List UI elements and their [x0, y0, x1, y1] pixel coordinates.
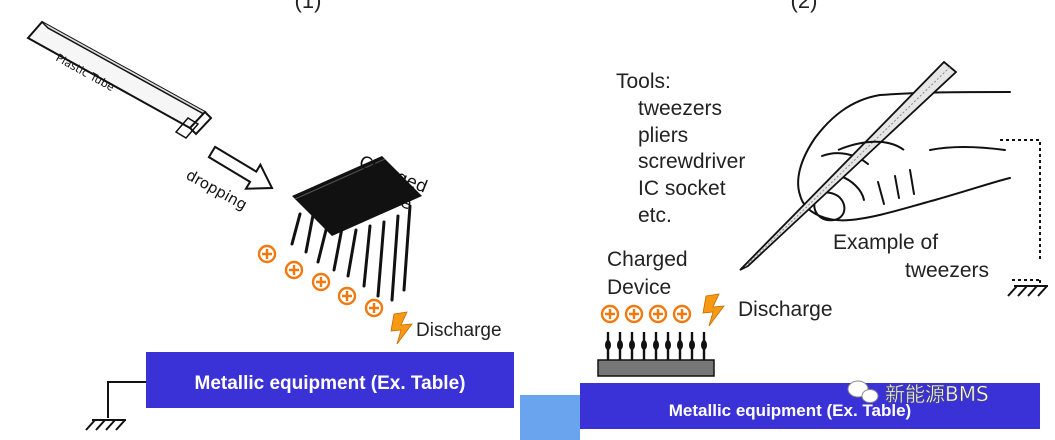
- charge-plus-icon: [648, 304, 668, 324]
- tweezers-tool: [739, 60, 958, 271]
- tools-heading: Tools:: [616, 70, 671, 93]
- panel-1: (1) Plastic Tube dropping Char: [26, 0, 514, 431]
- discharge-label-1: Discharge: [416, 320, 502, 341]
- hand-illustration: [797, 91, 1011, 222]
- watermark-text: 新能源BMS: [885, 382, 989, 406]
- panel-2: (2) Tools: tweezers pliers screwdriver I…: [580, 0, 1049, 429]
- charge-plus-icon: [364, 298, 384, 318]
- accent-block: [520, 395, 580, 440]
- tweezers-label-line2: tweezers: [905, 259, 989, 282]
- ground-wire: [1000, 139, 1041, 285]
- ground-icon: [85, 419, 127, 431]
- thumb-outline: [837, 140, 905, 151]
- charge-plus-icon: [311, 272, 331, 292]
- charge-plus-icon: [600, 304, 620, 324]
- charge-plus-icon: [337, 286, 357, 306]
- device2-label-line1: Charged: [607, 248, 688, 271]
- watermark: 新能源BMS: [847, 380, 989, 406]
- positive-charges-2: [600, 304, 692, 324]
- tool-item: screwdriver: [638, 150, 745, 173]
- tweezers-label-line1: Example of: [833, 231, 938, 254]
- equipment-label-1: Metallic equipment (Ex. Table): [195, 373, 466, 394]
- device2-label-line2: Device: [607, 276, 671, 299]
- charged-device-1: [290, 156, 422, 302]
- discharge-label-2: Discharge: [738, 298, 833, 321]
- tool-item: etc.: [638, 204, 672, 227]
- dropping-arrow: [207, 145, 274, 190]
- metallic-table-2: [580, 383, 1040, 429]
- charge-plus-icon: [672, 304, 692, 324]
- charge-plus-icon: [624, 304, 644, 324]
- tool-item: tweezers: [638, 97, 722, 120]
- panel-2-number: (2): [791, 0, 818, 13]
- charge-plus-icon: [257, 244, 277, 264]
- plastic-tube: Plastic Tube: [26, 20, 213, 139]
- tool-item: pliers: [638, 124, 688, 147]
- charge-plus-icon: [284, 260, 304, 280]
- equipment-label-2: Metallic equipment (Ex. Table): [669, 401, 911, 420]
- discharge-spark-icon: [390, 311, 413, 345]
- panel-1-number: (1): [295, 0, 322, 13]
- discharge-spark-icon: [702, 293, 725, 327]
- tool-item: IC socket: [638, 177, 726, 200]
- ground-icon: [1007, 285, 1049, 297]
- metallic-table-1: [146, 352, 514, 408]
- charged-device-2: [597, 332, 715, 377]
- wechat-icon: [847, 380, 879, 403]
